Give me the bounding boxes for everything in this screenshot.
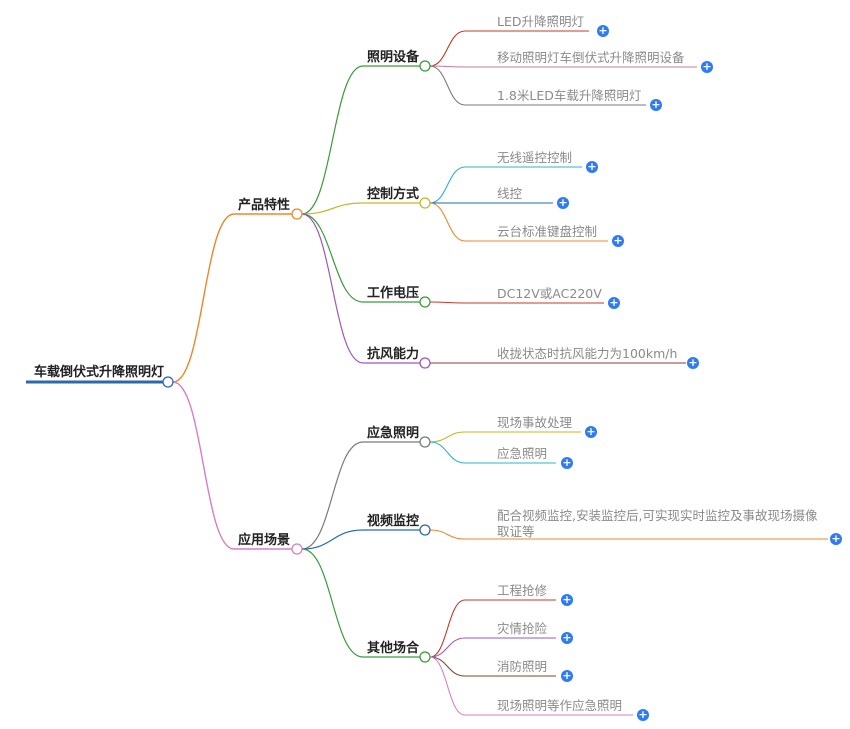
plus-icon[interactable]: +	[561, 669, 573, 682]
plus-icon[interactable]: +	[557, 196, 569, 209]
leaf-connector	[429, 431, 466, 443]
plus-icon[interactable]: +	[650, 98, 662, 111]
branch-connector	[172, 381, 235, 550]
root-collapse-node[interactable]	[162, 376, 174, 388]
leaf-label[interactable]: LED升降照明灯	[497, 14, 584, 29]
plus-icon[interactable]: +	[586, 160, 598, 173]
leaf-label[interactable]: 现场事故处理	[497, 415, 573, 430]
leaf-label[interactable]: 1.8米LED车载升降照明灯	[497, 88, 642, 103]
leaf-connector	[429, 656, 466, 716]
subbranch-connector	[301, 548, 364, 658]
leaf-connector	[429, 65, 466, 106]
leaf-label[interactable]: 灾情抢险	[497, 621, 548, 636]
leaf-label[interactable]: 工程抢修	[497, 583, 548, 598]
plus-icon[interactable]: +	[597, 24, 609, 37]
leaf-connector	[429, 202, 466, 242]
subbranch-collapse-node[interactable]	[419, 197, 431, 209]
leaf-label[interactable]: 线控	[497, 186, 523, 201]
leaf-connector	[429, 441, 466, 464]
subbranch-connector	[301, 213, 364, 303]
subbranch-collapse-node[interactable]	[419, 296, 431, 308]
leaf-connector	[429, 30, 466, 67]
subbranch-collapse-node[interactable]	[419, 651, 431, 663]
subbranch-collapse-node[interactable]	[419, 60, 431, 72]
leaf-label[interactable]: 应急照明	[497, 446, 548, 461]
leaf-label[interactable]: 消防照明	[497, 659, 548, 674]
subbranch-collapse-node[interactable]	[419, 436, 431, 448]
branch-label[interactable]: 应用场景	[238, 533, 291, 548]
subbranch-connector	[301, 441, 364, 550]
branch-connector	[172, 213, 235, 383]
root-node-label[interactable]: 车载倒伏式升降照明灯	[34, 365, 165, 380]
subbranch-label[interactable]: 照明设备	[367, 50, 420, 65]
branch-label[interactable]: 产品特性	[238, 198, 291, 213]
plus-icon[interactable]: +	[701, 60, 713, 73]
branch-collapse-node[interactable]	[291, 543, 303, 555]
subbranch-label[interactable]: 工作电压	[367, 286, 420, 301]
plus-icon[interactable]: +	[608, 296, 620, 309]
plus-icon[interactable]: +	[687, 356, 699, 369]
leaf-label[interactable]: DC12V或AC220V	[497, 286, 602, 301]
plus-icon[interactable]: +	[561, 631, 573, 644]
plus-icon[interactable]: +	[612, 234, 624, 247]
leaf-connector	[429, 599, 466, 658]
leaf-connector	[429, 301, 466, 304]
plus-icon[interactable]: +	[637, 708, 649, 721]
plus-icon[interactable]: +	[561, 593, 573, 606]
branch-collapse-node[interactable]	[291, 208, 303, 220]
subbranch-connector	[301, 65, 364, 215]
subbranch-connector	[301, 202, 364, 215]
leaf-connector	[429, 166, 466, 204]
subbranch-label[interactable]: 视频监控	[367, 514, 420, 529]
subbranch-label[interactable]: 控制方式	[367, 187, 420, 202]
plus-icon[interactable]: +	[561, 456, 573, 469]
subbranch-collapse-node[interactable]	[419, 524, 431, 536]
plus-icon[interactable]: +	[830, 532, 842, 545]
leaf-connector	[429, 637, 466, 658]
leaf-label[interactable]: 现场照明等作应急照明	[497, 698, 623, 713]
subbranch-connector	[301, 213, 364, 364]
leaf-label[interactable]: 收拢状态时抗风能力为100km/h	[497, 346, 678, 361]
subbranch-collapse-node[interactable]	[419, 357, 431, 369]
leaf-label[interactable]: 移动照明灯车倒伏式升降照明设备	[497, 50, 685, 65]
leaf-label[interactable]: 云台标准键盘控制	[497, 224, 598, 239]
leaf-connector	[429, 656, 466, 677]
plus-icon[interactable]: +	[585, 425, 597, 438]
leaf-connector	[429, 529, 466, 540]
leaf-label[interactable]: 配合视频监控,安装监控后,可实现实时监控及事故现场摄像取证等	[497, 508, 818, 539]
leaf-connector	[429, 65, 466, 68]
subbranch-label[interactable]: 应急照明	[367, 426, 420, 441]
subbranch-label[interactable]: 其他场合	[367, 641, 420, 656]
leaf-label[interactable]: 无线遥控控制	[497, 150, 573, 165]
subbranch-label[interactable]: 抗风能力	[367, 347, 420, 362]
subbranch-connector	[301, 529, 364, 550]
